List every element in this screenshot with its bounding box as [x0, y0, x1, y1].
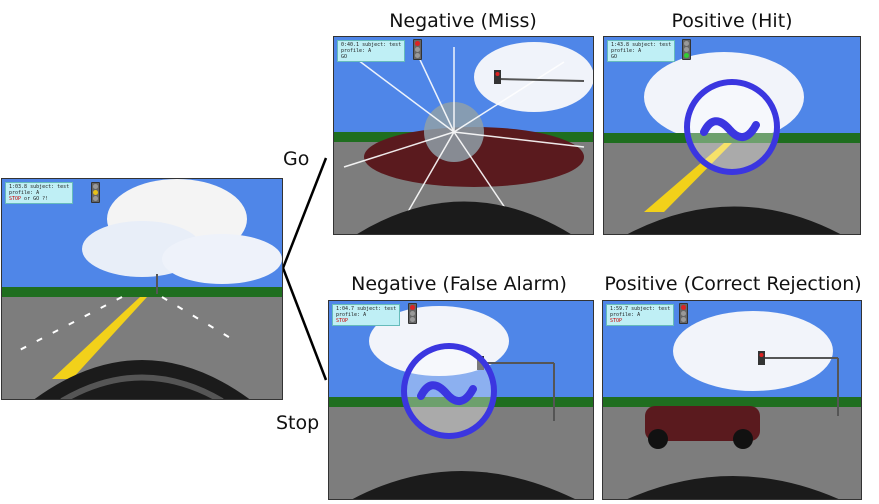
hud-panel: 1:03.8 subject: test profile: A STOP or … [5, 182, 74, 204]
title-miss: Negative (Miss) [389, 10, 537, 32]
driving-scene [2, 179, 282, 399]
hud-line: profile: A [9, 190, 40, 196]
hud-panel: 1:04.7 subject: test profile: A STOP [332, 304, 401, 326]
correct-rejection-scene-panel: 1:59.7 subject: test profile: A STOP [602, 300, 862, 500]
hud-status: GO [341, 54, 348, 60]
hud-line: 1:04.7 subject: test [336, 306, 397, 312]
hud-line: profile: A [336, 312, 367, 318]
hud-panel: 0:40.1 subject: test profile: A GO [337, 40, 406, 62]
go-label: Go [283, 148, 310, 170]
hud-line: profile: A [610, 312, 641, 318]
false-alarm-scene [329, 301, 593, 499]
traffic-light-icon [408, 303, 417, 324]
traffic-light-icon [413, 39, 422, 60]
traffic-light-icon [679, 303, 688, 324]
title-hit: Positive (Hit) [671, 10, 793, 32]
success-scene [604, 37, 860, 234]
false-alarm-scene-panel: 1:04.7 subject: test profile: A STOP [328, 300, 594, 500]
title-false-alarm: Negative (False Alarm) [351, 273, 567, 295]
traffic-light-icon [91, 182, 100, 203]
hud-line: 1:43.8 subject: test [611, 42, 672, 48]
title-correct-rejection: Positive (Correct Rejection) [604, 273, 862, 295]
hud-line: 0:40.1 subject: test [341, 42, 402, 48]
hit-scene-panel: 1:43.8 subject: test profile: A GO [603, 36, 861, 235]
hud-line: 1:03.8 subject: test [9, 184, 70, 190]
hud-status-rest: or GO ?! [21, 196, 49, 202]
correct-rejection-scene [603, 301, 861, 499]
hud-status: STOP [610, 318, 623, 324]
hud-panel: 1:59.7 subject: test profile: A STOP [606, 304, 675, 326]
miss-scene-panel: 0:40.1 subject: test profile: A GO [333, 36, 594, 235]
start-scene-panel: 1:03.8 subject: test profile: A STOP or … [1, 178, 283, 400]
hud-line: 1:59.7 subject: test [610, 306, 671, 312]
traffic-light-icon [682, 39, 691, 60]
hud-status: STOP [9, 196, 22, 202]
crash-scene [334, 37, 593, 234]
car-icon [645, 406, 760, 441]
hud-status: STOP [336, 318, 349, 324]
hud-line: STOP or GO ?! [9, 196, 69, 202]
hud-panel: 1:43.8 subject: test profile: A GO [607, 40, 676, 62]
hud-line: profile: A [341, 48, 372, 54]
hud-line: profile: A [611, 48, 642, 54]
hud-status: GO [611, 54, 618, 60]
stop-label: Stop [276, 412, 320, 434]
